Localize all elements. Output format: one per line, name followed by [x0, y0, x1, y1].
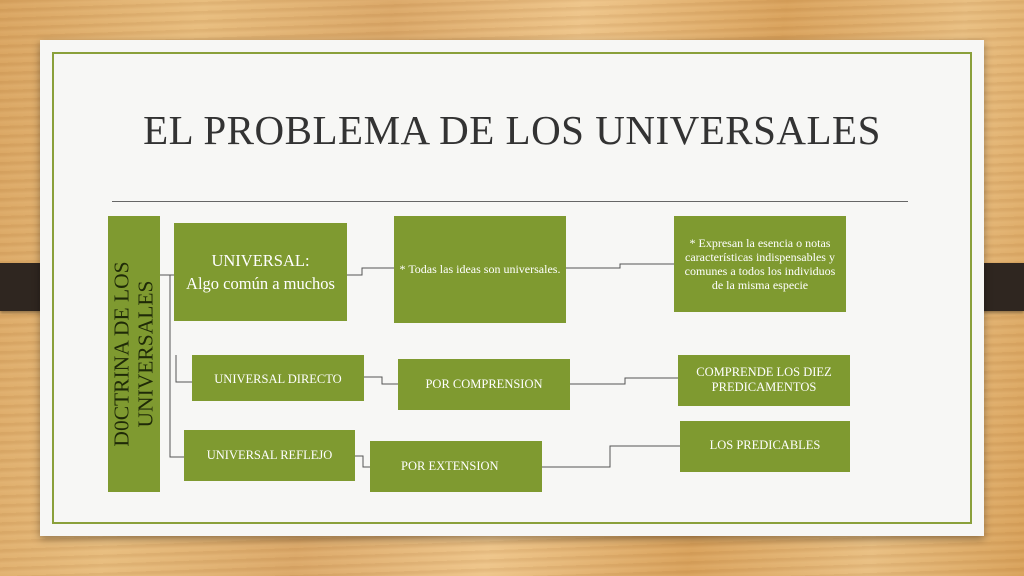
comprende-predicamentos-label: COMPRENDE LOS DIEZ PREDICAMENTOS: [696, 365, 832, 394]
root-label-line2: UNIVERSALES: [134, 280, 158, 428]
box-universal: UNIVERSAL: Algo común a muchos: [174, 223, 347, 321]
box-comprende-predicamentos: COMPRENDE LOS DIEZ PREDICAMENTOS: [678, 355, 850, 406]
por-comprension-label: POR COMPRENSION: [425, 377, 543, 391]
universal-directo-label: UNIVERSAL DIRECTO: [214, 372, 342, 386]
todas-ideas-label: * Todas las ideas son universales.: [399, 262, 561, 276]
slide-frame: [52, 52, 972, 524]
slide-title: EL PROBLEMA DE LOS UNIVERSALES: [143, 107, 881, 153]
root-box-label: D0CTRINA DE LOS UNIVERSALES: [110, 261, 158, 446]
universal-label-line1: UNIVERSAL:: [211, 251, 310, 270]
box-todas-ideas: * Todas las ideas son universales.: [394, 216, 566, 323]
title-divider: [112, 201, 908, 202]
left-strap: [0, 263, 42, 311]
por-extension-label: POR EXTENSION: [401, 459, 499, 473]
box-universal-directo: UNIVERSAL DIRECTO: [192, 355, 364, 401]
expresan-esencia-label: * Expresan la esencia o notas caracterís…: [684, 236, 836, 292]
root-label-line1: D0CTRINA DE LOS: [110, 261, 134, 447]
root-box-doctrina: D0CTRINA DE LOS UNIVERSALES: [108, 216, 160, 492]
universal-reflejo-label: UNIVERSAL REFLEJO: [206, 448, 333, 462]
box-expresan-esencia: * Expresan la esencia o notas caracterís…: [674, 216, 846, 312]
box-universal-reflejo: UNIVERSAL REFLEJO: [184, 430, 355, 481]
universal-label-line2: Algo común a muchos: [186, 274, 335, 293]
box-por-comprension: POR COMPRENSION: [398, 359, 570, 410]
box-por-extension: POR EXTENSION: [370, 441, 542, 492]
los-predicables-label: LOS PREDICABLES: [709, 438, 821, 452]
box-los-predicables: LOS PREDICABLES: [680, 421, 850, 472]
